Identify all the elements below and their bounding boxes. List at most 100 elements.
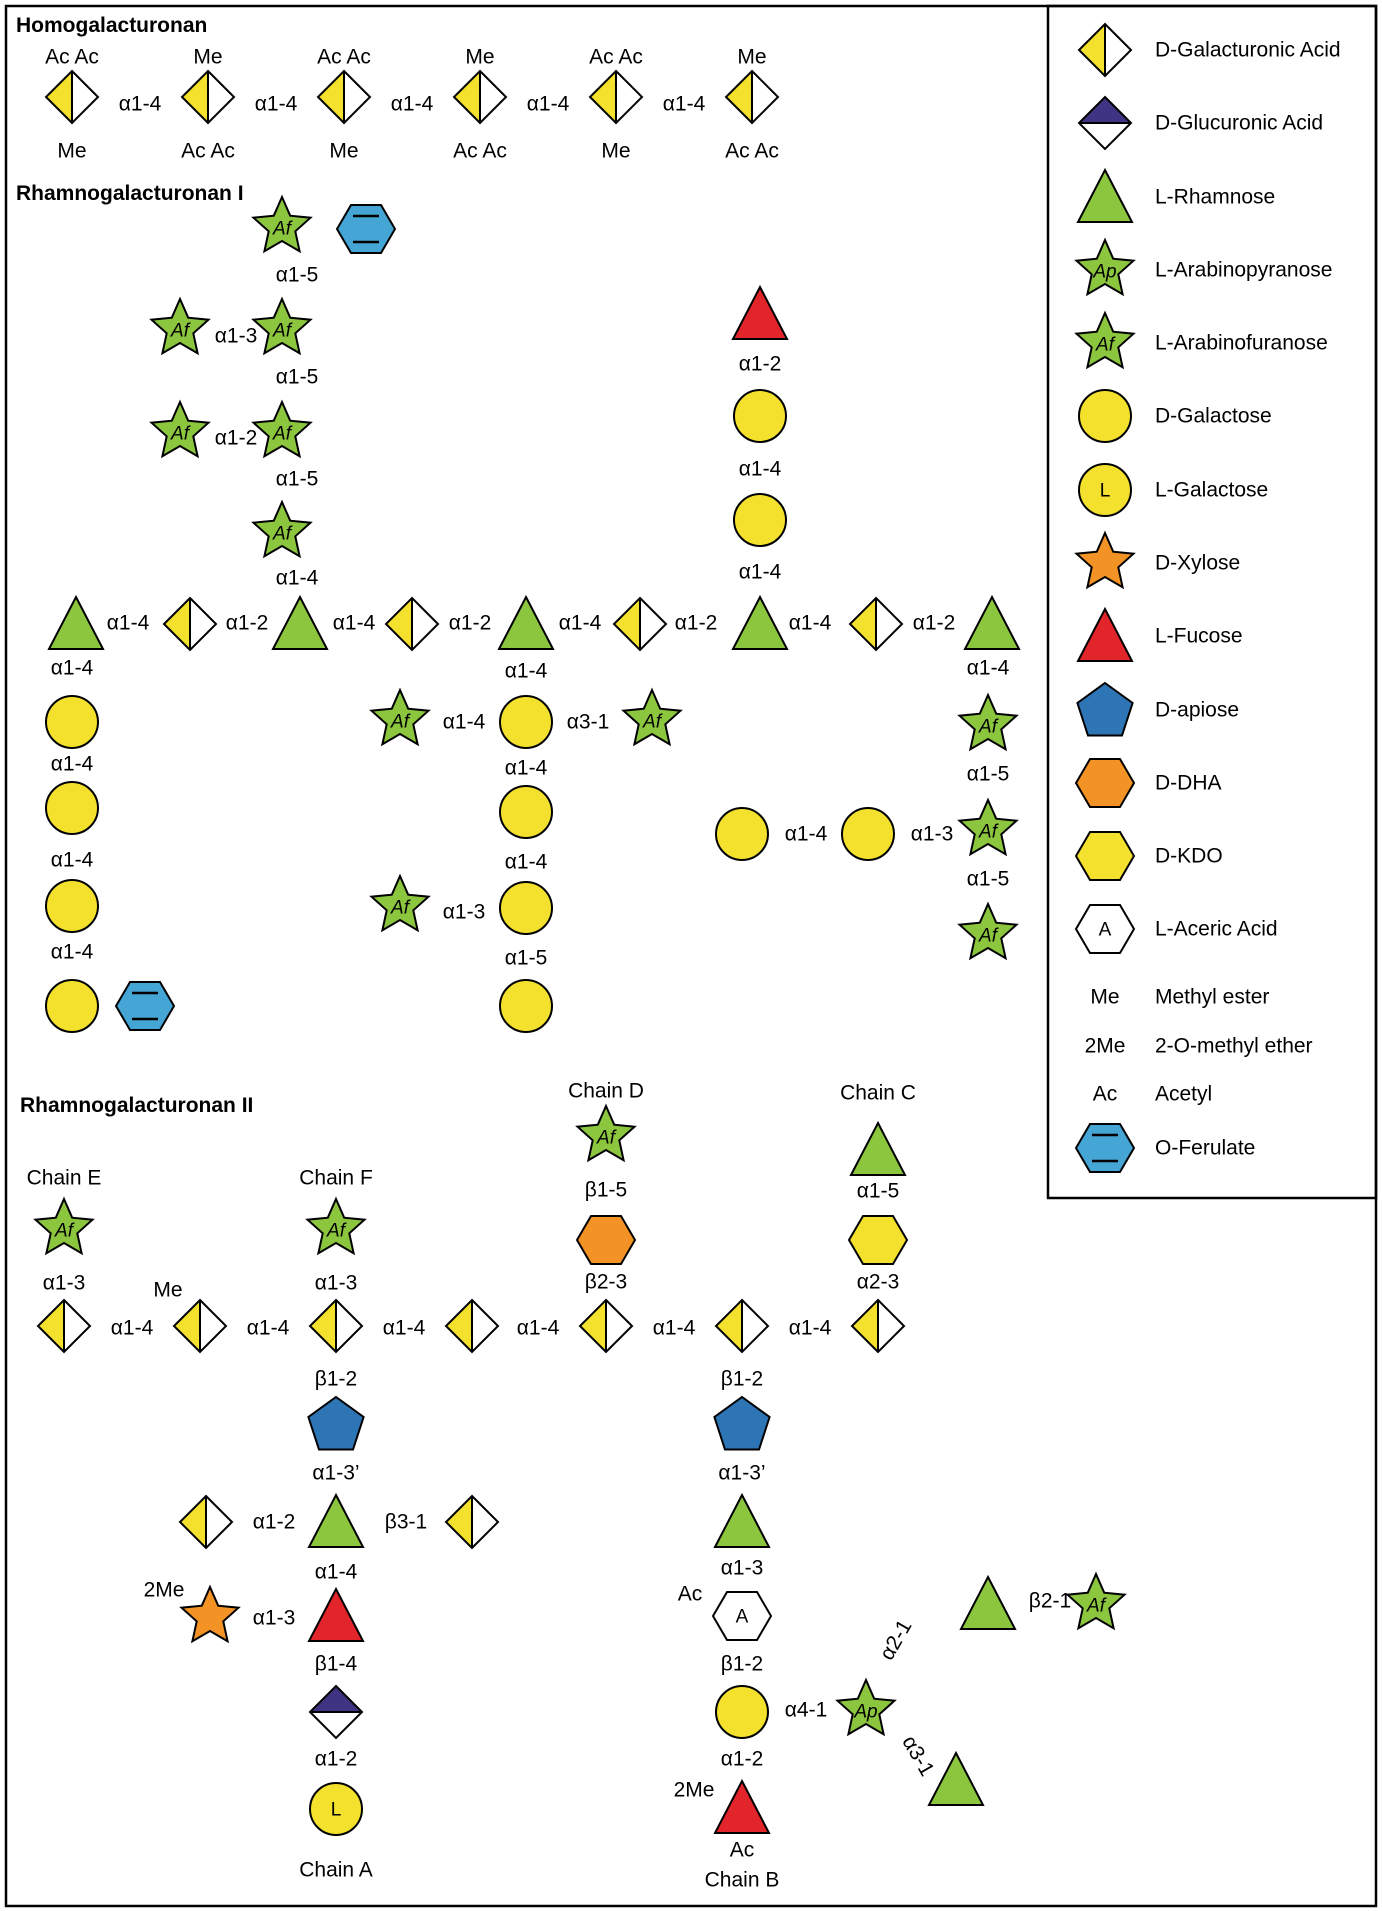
linkage-label: α2-1 xyxy=(875,1616,916,1664)
hg-galacturonic-acid-icon xyxy=(180,69,236,125)
linkage-label: α1-2 xyxy=(675,612,718,635)
legend-label: D-Galactose xyxy=(1155,405,1272,428)
rg2-galactose-icon xyxy=(715,1685,769,1739)
symbol-glyph: Ap xyxy=(1092,262,1116,283)
symbol-glyph: Af xyxy=(390,898,411,919)
rg1-galactose-icon xyxy=(733,493,787,547)
methyl-ether-abbrev-icon: 2Me xyxy=(1085,1035,1126,1058)
symbol-glyph: Ap xyxy=(853,1702,877,1723)
linkage-label: α1-5 xyxy=(967,763,1010,786)
rg1-galactose-icon xyxy=(45,879,99,933)
rg2-xylose-icon xyxy=(180,1586,240,1643)
section-title-homogalacturonan: Homogalacturonan xyxy=(16,14,207,37)
hg-substituent-label: Ac Ac xyxy=(317,46,371,69)
chain-f-label: Chain F xyxy=(299,1167,373,1190)
legend-label: L-Rhamnose xyxy=(1155,186,1275,209)
linkage-label: α1-4 xyxy=(51,941,94,964)
rg2-arabinofuranose-icon: Af xyxy=(1066,1573,1126,1630)
legend-label: D-Glucuronic Acid xyxy=(1155,112,1323,135)
rhamnose-icon xyxy=(497,594,555,650)
linkage-label: α1-4 xyxy=(789,612,832,635)
legend-box xyxy=(1046,4,1378,1200)
rg1-arabinofuranose-icon: Af xyxy=(958,694,1018,751)
hg-substituent-label: Me xyxy=(329,140,358,163)
rg1-arabinofuranose-icon: Af xyxy=(150,298,210,355)
linkage-label: α1-3 xyxy=(721,1557,764,1580)
linkage-label: β3-1 xyxy=(385,1511,427,1534)
rg2-galacturonic-acid-icon xyxy=(714,1298,770,1354)
symbol-glyph: A xyxy=(736,1607,749,1628)
linkage-label: α1-4 xyxy=(51,657,94,680)
linkage-label: β1-5 xyxy=(585,1179,627,1202)
hg-linkage-label: α1-4 xyxy=(255,93,298,116)
rhamnose-icon xyxy=(731,594,789,650)
legend-row: D-DHA xyxy=(1074,758,1222,808)
linkage-label: α1-2 xyxy=(315,1748,358,1771)
rg2-galacturonic-acid-icon xyxy=(178,1494,234,1550)
linkage-label: α1-3 xyxy=(215,325,258,348)
rg2-arabinofuranose-icon: Af xyxy=(576,1105,636,1162)
linkage-label: α1-2 xyxy=(215,427,258,450)
rg2-rhamnose-icon xyxy=(713,1492,771,1548)
symbol-glyph: Af xyxy=(54,1221,75,1242)
rg2-galacturonic-acid-icon xyxy=(444,1494,500,1550)
linkage-label: α1-3’ xyxy=(718,1462,765,1485)
linkage-label: α1-4 xyxy=(739,561,782,584)
rg1-ferulate-icon xyxy=(114,981,176,1031)
hg-galacturonic-acid-icon xyxy=(588,69,644,125)
rhamnose-icon xyxy=(1076,167,1134,223)
legend-label: D-apiose xyxy=(1155,699,1239,722)
rg1-arabinofuranose-icon: Af xyxy=(252,401,312,458)
linkage-label: β1-2 xyxy=(315,1368,357,1391)
linkage-label: α1-4 xyxy=(51,849,94,872)
rg1-galactose-icon xyxy=(733,389,787,443)
chain-b-label: Chain B xyxy=(705,1869,780,1892)
section-title-rg2: Rhamnogalacturonan II xyxy=(20,1094,253,1117)
hg-galacturonic-acid-icon xyxy=(44,69,100,125)
symbol-glyph: Af xyxy=(272,321,293,342)
section-title-rg1: Rhamnogalacturonan I xyxy=(16,182,244,205)
linkage-label: β1-2 xyxy=(721,1653,763,1676)
rg1-galactose-icon xyxy=(45,781,99,835)
linkage-label: α1-2 xyxy=(721,1748,764,1771)
legend-label: O-Ferulate xyxy=(1155,1137,1255,1160)
rg1-ferulate-icon xyxy=(335,204,397,254)
hg-substituent-label: Me xyxy=(601,140,630,163)
linkage-label: α3-1 xyxy=(897,1732,938,1780)
chain-d-label: Chain D xyxy=(568,1080,644,1103)
chain-e-label: Chain E xyxy=(27,1167,102,1190)
kdo-icon xyxy=(1074,831,1136,881)
fucose-icon xyxy=(1076,606,1134,662)
symbol-glyph: Af xyxy=(170,321,191,342)
hg-substituent-label: Ac Ac xyxy=(589,46,643,69)
rg1-arabinofuranose-icon: Af xyxy=(958,903,1018,960)
legend-label: L-Arabinofuranose xyxy=(1155,332,1328,355)
symbol-glyph: L xyxy=(331,1800,342,1821)
linkage-label: α1-2 xyxy=(449,612,492,635)
linkage-label: α1-4 xyxy=(247,1317,290,1340)
legend-row: D-Xylose xyxy=(1075,532,1240,589)
chain-c-label: Chain C xyxy=(840,1082,916,1105)
linkage-label: α1-5 xyxy=(276,264,319,287)
rhamnose-icon xyxy=(271,594,329,650)
rg1-arabinofuranose-icon: Af xyxy=(150,401,210,458)
linkage-label: α1-4 xyxy=(505,660,548,683)
legend-label: L-Fucose xyxy=(1155,625,1243,648)
rg2-fucose-icon xyxy=(307,1586,365,1642)
linkage-label: β2-3 xyxy=(585,1271,627,1294)
hg-galacturonic-acid-icon xyxy=(452,69,508,125)
methyl-ether-label: 2Me xyxy=(144,1579,185,1602)
rg2-arabinofuranose-icon: Af xyxy=(34,1198,94,1255)
chain-a-label: Chain A xyxy=(299,1859,373,1882)
acetyl-abbrev-icon: Ac xyxy=(1093,1083,1118,1106)
rhamnose-icon xyxy=(963,594,1021,650)
dha-icon xyxy=(1074,758,1136,808)
legend-row: L-Fucose xyxy=(1076,606,1243,662)
symbol-glyph: A xyxy=(1099,920,1112,941)
